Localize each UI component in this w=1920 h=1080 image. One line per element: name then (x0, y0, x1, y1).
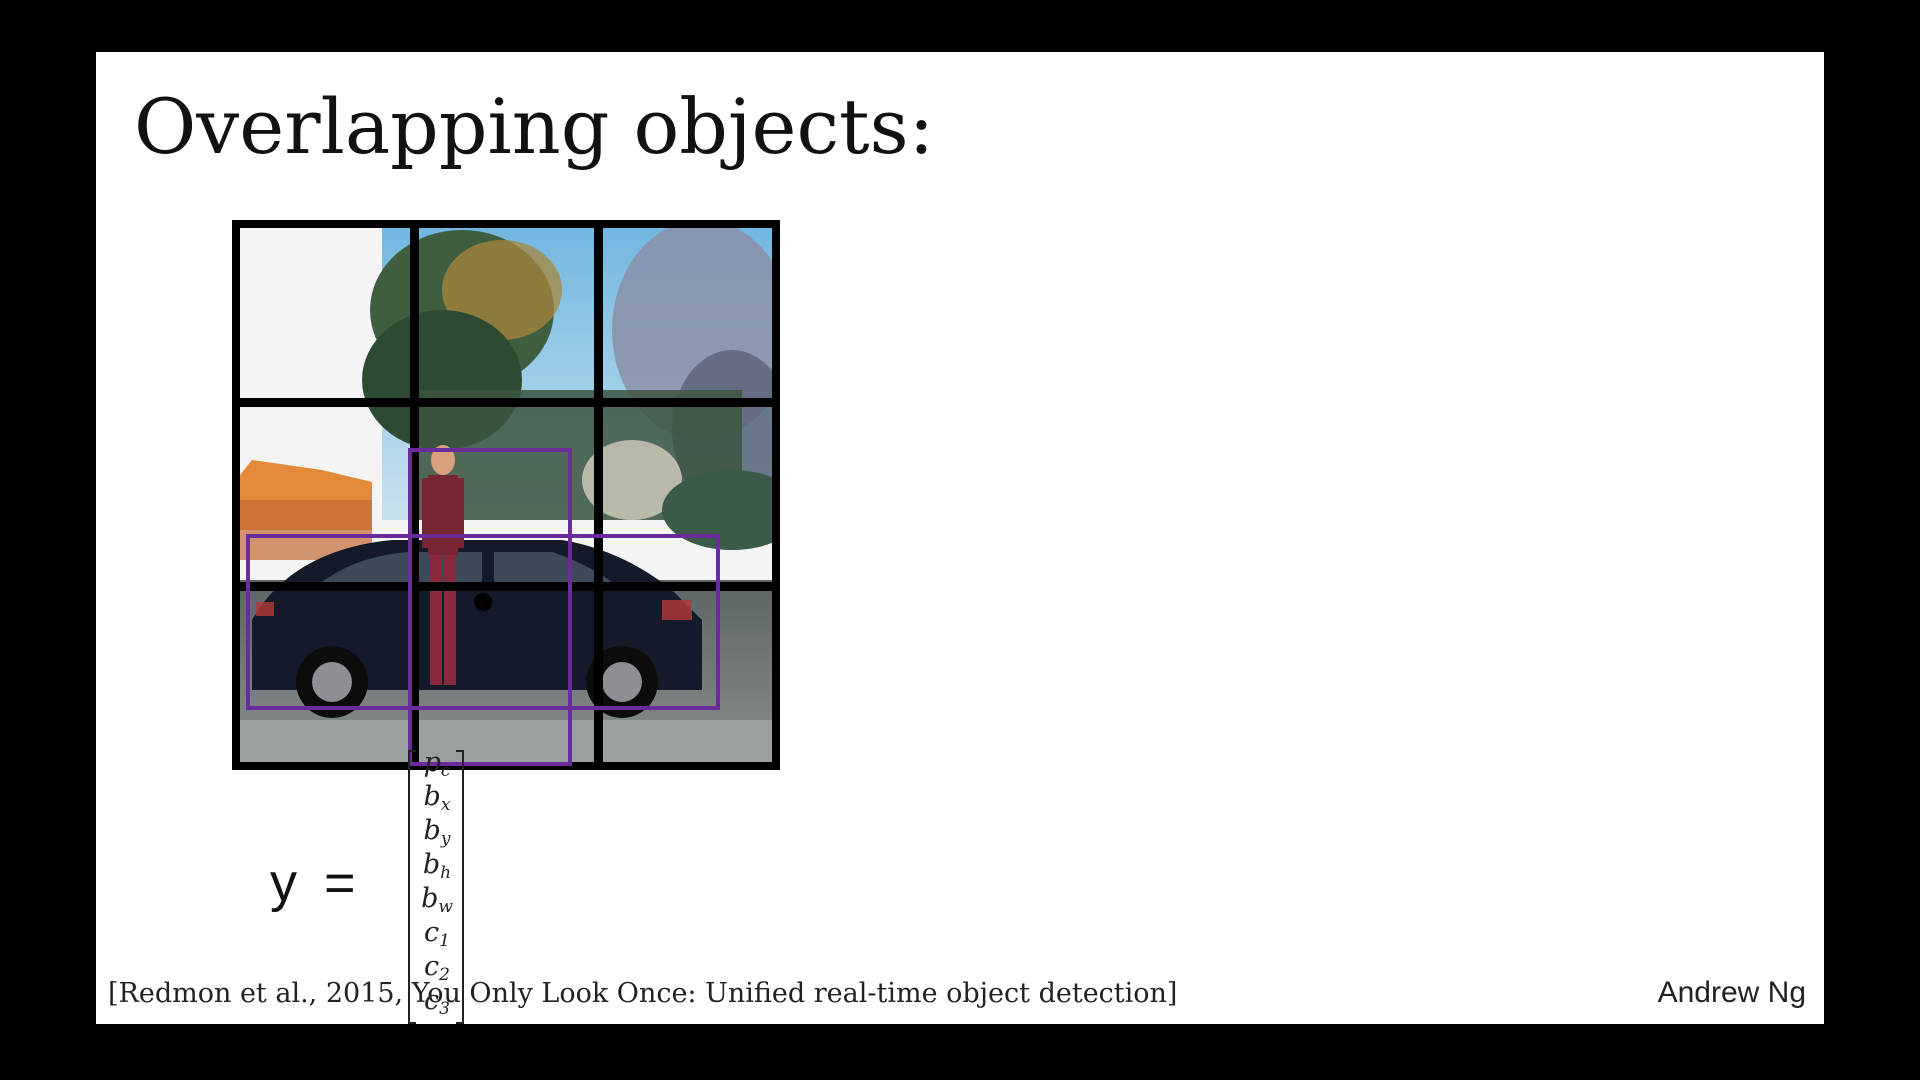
vector-entry: c3 (418, 984, 456, 1019)
vector-entry-subscript: y (440, 829, 451, 849)
citation: [Redmon et al., 2015, You Only Look Once… (108, 978, 1178, 1009)
street-photo (232, 220, 780, 770)
vector-entry-subscript: 1 (439, 931, 450, 951)
vector-entry-base: p (423, 747, 441, 778)
output-variable-y: y (270, 853, 297, 913)
vector-entry-base: b (421, 883, 439, 914)
left-bracket (408, 750, 416, 1024)
vector-entry: by (418, 814, 456, 849)
vector-entry-subscript: w (438, 897, 453, 917)
vector-entry: pc (418, 746, 456, 781)
car-bounding-box (246, 534, 720, 710)
vector-entry-subscript: 3 (439, 999, 450, 1019)
equals-sign: = (324, 853, 356, 913)
vector-entry-subscript: c (440, 761, 451, 781)
vector-entry: bh (418, 848, 456, 883)
midpoint-marker (474, 593, 492, 611)
vector-entry-base: c (424, 951, 440, 982)
vector-entry: c1 (418, 916, 456, 951)
author-name: Andrew Ng (1657, 976, 1806, 1009)
slide-title: Overlapping objects: (134, 82, 935, 171)
vector-entry: c2 (418, 950, 456, 985)
vector-entry: bw (418, 882, 456, 917)
vector-entry-base: c (424, 985, 440, 1016)
vector-entry-base: b (423, 815, 441, 846)
vector-entry-base: b (423, 781, 441, 812)
grid-photo-figure (232, 220, 780, 770)
vector-entry-subscript: 2 (439, 965, 450, 985)
slide: Overlapping objects: (96, 52, 1824, 1024)
vector-entry-subscript: h (440, 863, 452, 883)
vector-entry-base: b (422, 849, 441, 880)
pedestrian-bounding-box (408, 448, 572, 766)
vector-entry: bx (418, 780, 456, 815)
vector-entry-base: c (424, 917, 440, 948)
vector-entry-subscript: x (440, 795, 451, 815)
right-bracket (456, 750, 464, 1024)
